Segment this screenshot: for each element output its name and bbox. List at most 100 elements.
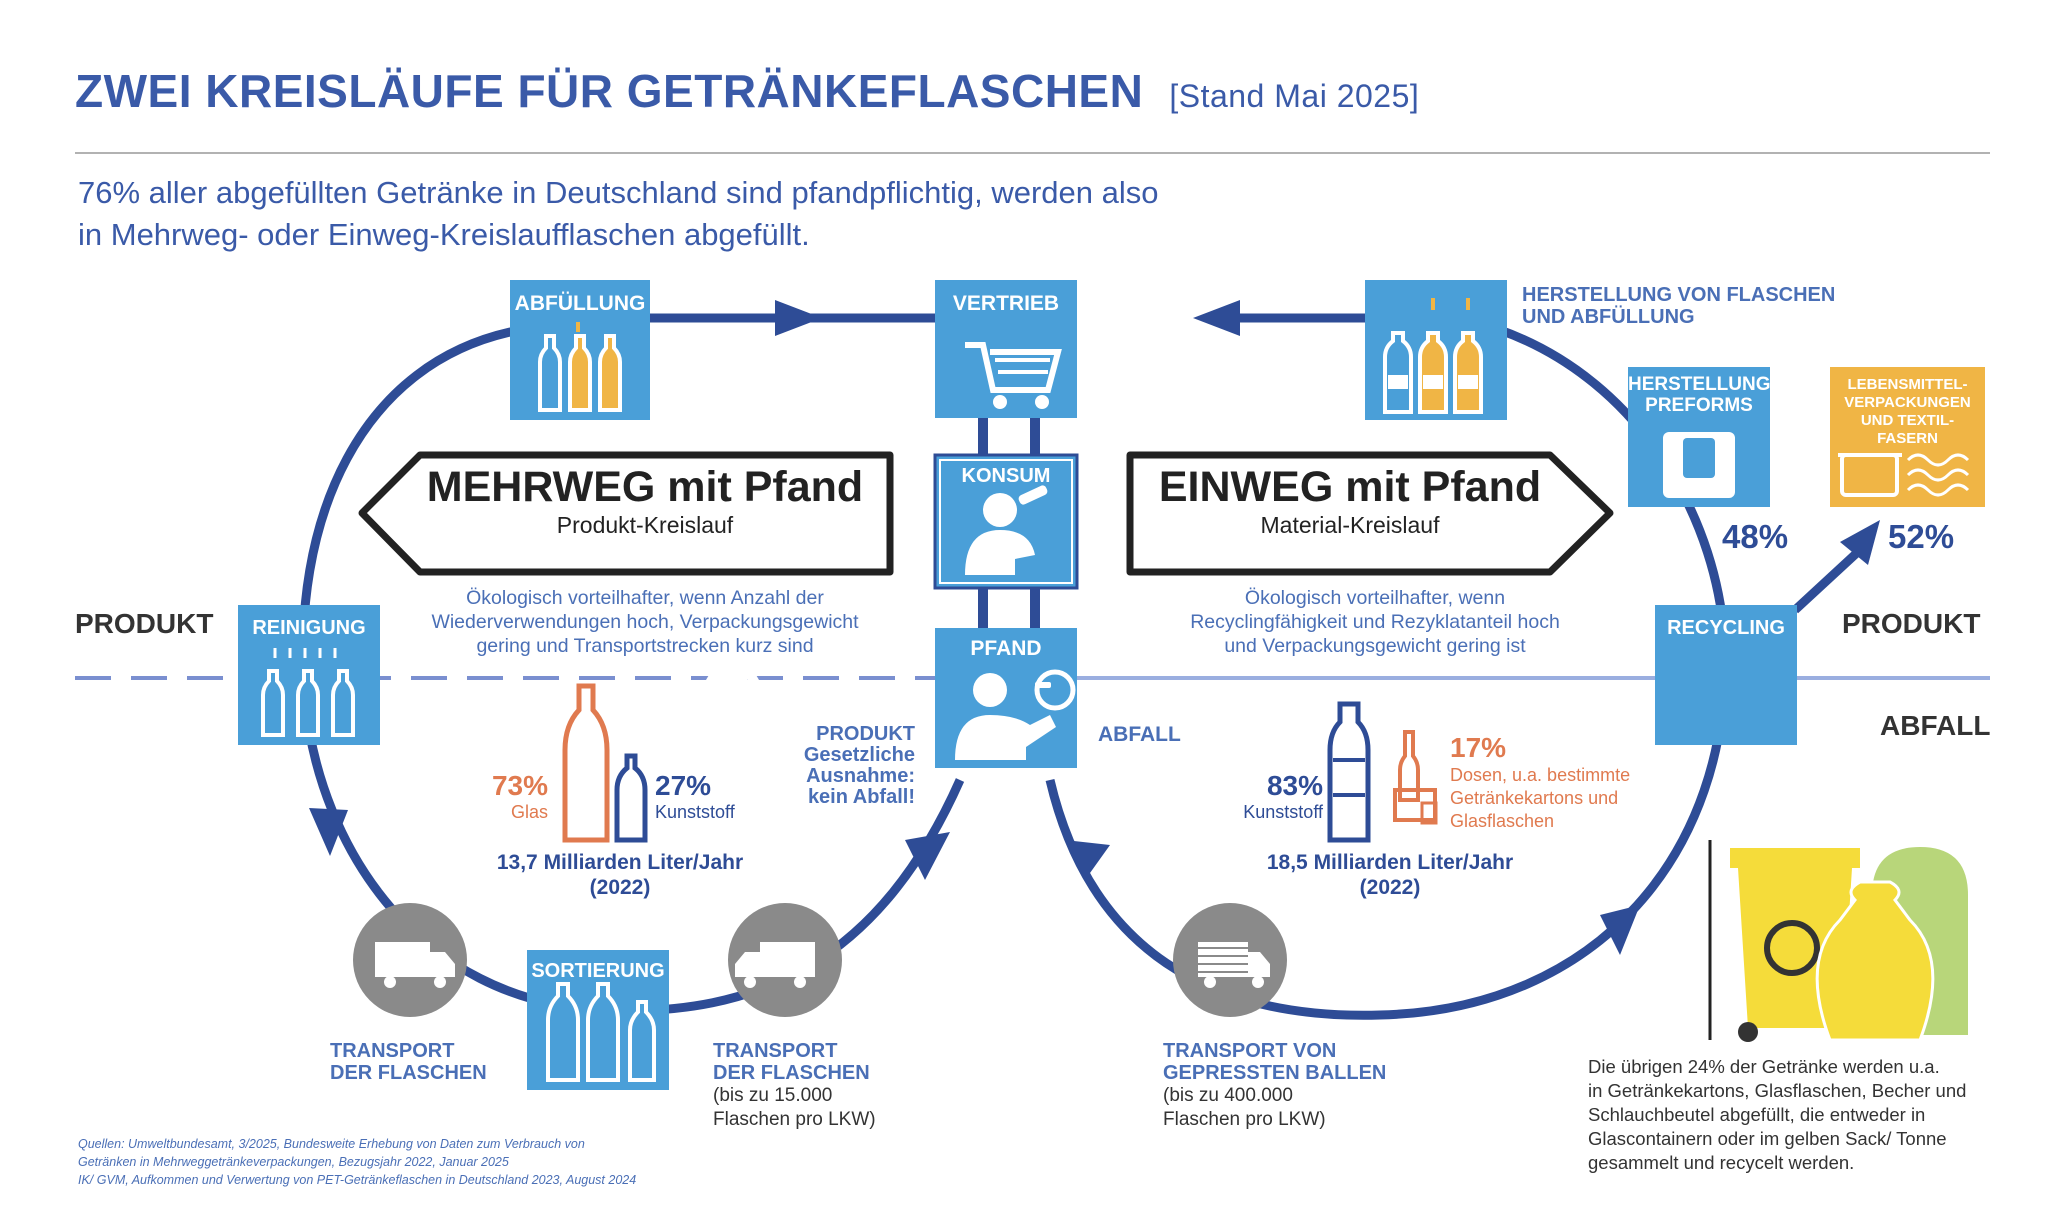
other-line: Dosen, u.a. bestimmte xyxy=(1450,765,1631,785)
label-line: HERSTELLUNG VON FLASCHEN xyxy=(1522,284,1836,306)
einweg-kunststoff-stat: 83% Kunststoff xyxy=(1228,770,1323,823)
caption-line: TRANSPORT xyxy=(330,1040,455,1062)
transport-mid-caption: TRANSPORT DER FLASCHEN (bis zu 15.000 Fl… xyxy=(713,1040,876,1132)
volume-text: 13,7 Milliarden Liter/Jahr xyxy=(496,851,744,874)
note-line: PRODUKT xyxy=(816,723,915,745)
source-line: Getränken in Mehrweggetränkeverpackungen… xyxy=(78,1155,509,1169)
volume-text: 18,5 Milliarden Liter/Jahr xyxy=(1266,851,1514,874)
label-line: FASERN xyxy=(1877,430,1938,447)
arrow-left-icon xyxy=(1193,300,1240,336)
source-line: Quellen: Umweltbundesamt, 3/2025, Bundes… xyxy=(78,1137,585,1151)
preform-icon xyxy=(1663,432,1735,498)
mehrweg-subtitle: Produkt-Kreislauf xyxy=(556,512,734,538)
caption-line: DER FLASCHEN xyxy=(330,1062,487,1084)
source-line: IK/ GVM, Aufkommen und Verwertung von PE… xyxy=(78,1173,637,1187)
connector xyxy=(978,418,988,458)
herstellung-preforms-label: HERSTELLUNG PREFORMS xyxy=(1628,374,1771,416)
lebensmittel-label: LEBENSMITTEL- VERPACKUNGEN UND TEXTIL- F… xyxy=(1830,376,1985,448)
reinigung-label: REINIGUNG xyxy=(252,617,366,639)
label-line: VERPACKUNGEN xyxy=(1844,394,1971,411)
preforms-percent: 48% xyxy=(1722,518,1789,555)
arrow-up-icon xyxy=(309,808,348,856)
label-line: PREFORMS xyxy=(1645,395,1753,416)
vertrieb-label: VERTRIEB xyxy=(952,292,1060,315)
note-line: Recyclingfähigkeit und Rezyklatanteil ho… xyxy=(1190,611,1560,633)
title-text: ZWEI KREISLÄUFE FÜR GETRÄNKEFLASCHEN xyxy=(75,65,1144,117)
note-line: Die übrigen 24% der Getränke werden u.a. xyxy=(1588,1056,1940,1077)
mehrweg-glas-stat: 73% Glas xyxy=(470,770,548,823)
intro-text: 76% aller abgefüllten Getränke in Deutsc… xyxy=(78,172,1478,256)
transport-left-caption: TRANSPORT DER FLASCHEN xyxy=(330,1040,487,1084)
other-line: Glasflaschen xyxy=(1450,811,1555,831)
produkt-right-label: PRODUKT xyxy=(1842,608,1981,639)
mehrweg-title: MEHRWEG mit Pfand xyxy=(426,463,864,511)
mehrweg-volume: 13,7 Milliarden Liter/Jahr (2022) xyxy=(470,850,770,900)
recycling-to-lebensmittel-line xyxy=(1791,546,1864,614)
yellow-sack-icon xyxy=(1815,880,1935,1042)
glass-bottle-icon xyxy=(562,683,610,843)
note-line: Ausnahme: xyxy=(806,765,915,787)
label-line: UND TEXTIL- xyxy=(1860,412,1955,429)
einweg-volume: 18,5 Milliarden Liter/Jahr (2022) xyxy=(1240,850,1540,900)
carton-icon xyxy=(1420,801,1438,825)
truck-icon xyxy=(353,903,467,1017)
glas-percent: 73% xyxy=(491,770,548,801)
caption-line: TRANSPORT xyxy=(713,1040,838,1062)
einweg-sign-text: EINWEG mit Pfand Material-Kreislauf xyxy=(1130,462,1570,539)
herstellung-flaschen-label: HERSTELLUNG VON FLASCHEN UND ABFÜLLUNG xyxy=(1522,284,1835,328)
intro-line: 76% aller abgefüllten Getränke in Deutsc… xyxy=(78,175,1159,210)
sorting-bottles-icon xyxy=(546,982,656,1082)
recycling-icon xyxy=(670,652,785,740)
note-line: in Getränkekartons, Glasflaschen, Becher… xyxy=(1588,1080,1967,1101)
label-line: UND ABFÜLLUNG xyxy=(1522,306,1695,328)
caption-sub: (bis zu 15.000 xyxy=(713,1085,833,1106)
intro-line: in Mehrweg- oder Einweg-Kreislaufflasche… xyxy=(78,217,810,252)
connector xyxy=(1030,588,1040,628)
kunststoff-label: Kunststoff xyxy=(655,802,735,822)
bottles-icon xyxy=(1383,298,1483,414)
mehrweg-sign-text: MEHRWEG mit Pfand Produkt-Kreislauf xyxy=(400,462,890,539)
sources: Quellen: Umweltbundesamt, 3/2025, Bundes… xyxy=(78,1135,778,1189)
einweg-title: EINWEG mit Pfand xyxy=(1158,463,1542,511)
mehrweg-sign xyxy=(358,451,894,576)
note-line: und Verpackungsgewicht gering ist xyxy=(1224,635,1526,657)
cleaning-bottles-icon xyxy=(261,648,355,737)
kunststoff-percent: 27% xyxy=(655,770,712,801)
einweg-note: Ökologisch vorteilhafter, wenn Recycling… xyxy=(1140,586,1610,658)
note-line: gesammelt und recycelt werden. xyxy=(1588,1152,1855,1173)
connector xyxy=(1030,418,1040,458)
kunststoff-label: Kunststoff xyxy=(1243,802,1323,822)
note-line: Ökologisch vorteilhafter, wenn Anzahl de… xyxy=(466,587,824,609)
caption-line: TRANSPORT VON xyxy=(1163,1040,1337,1062)
bale-truck-icon xyxy=(1173,903,1287,1017)
caption-sub: (bis zu 400.000 xyxy=(1163,1085,1293,1106)
stand-date: [Stand Mai 2025] xyxy=(1169,78,1420,114)
arrow-up-right-icon xyxy=(1840,520,1880,565)
abfuellung-label: ABFÜLLUNG xyxy=(514,292,646,315)
page-title: ZWEI KREISLÄUFE FÜR GETRÄNKEFLASCHEN [Sta… xyxy=(75,64,1419,118)
note-line: Gesetzliche xyxy=(803,744,915,766)
caption-line: GEPRESSTEN BALLEN xyxy=(1163,1062,1387,1084)
mehrweg-kunststoff-stat: 27% Kunststoff xyxy=(655,770,735,823)
year-text: (2022) xyxy=(1359,876,1421,899)
year-text: (2022) xyxy=(589,876,651,899)
sortierung-box xyxy=(527,950,669,1090)
glass-bottle-icon xyxy=(1398,730,1420,802)
arrow-right-icon xyxy=(775,300,822,336)
abfall-right-label: ABFALL xyxy=(1880,710,1991,741)
note-line: Wiederverwendungen hoch, Verpackungsgewi… xyxy=(431,611,859,633)
einweg-sign xyxy=(1126,451,1614,576)
produkt-ausnahme-note: PRODUKT Gesetzliche Ausnahme: kein Abfal… xyxy=(760,724,915,808)
other-beverages-note: Die übrigen 24% der Getränke werden u.a.… xyxy=(1588,1055,2038,1175)
caption-sub: Flaschen pro LKW) xyxy=(713,1109,876,1130)
arrow-down-icon xyxy=(1065,840,1110,880)
food-container-icon xyxy=(1838,453,1970,497)
note-line: Glascontainern oder im gelben Sack/ Tonn… xyxy=(1588,1128,1947,1149)
connector xyxy=(978,588,988,628)
transport-right-caption: TRANSPORT VON GEPRESSTEN BALLEN (bis zu … xyxy=(1163,1040,1386,1132)
kunststoff-percent: 83% xyxy=(1266,770,1323,801)
arrow-up-icon xyxy=(1600,905,1640,955)
einweg-subtitle: Material-Kreislauf xyxy=(1260,512,1440,538)
mehrweg-note: Ökologisch vorteilhafter, wenn Anzahl de… xyxy=(395,586,895,658)
caption-line: DER FLASCHEN xyxy=(713,1062,870,1084)
